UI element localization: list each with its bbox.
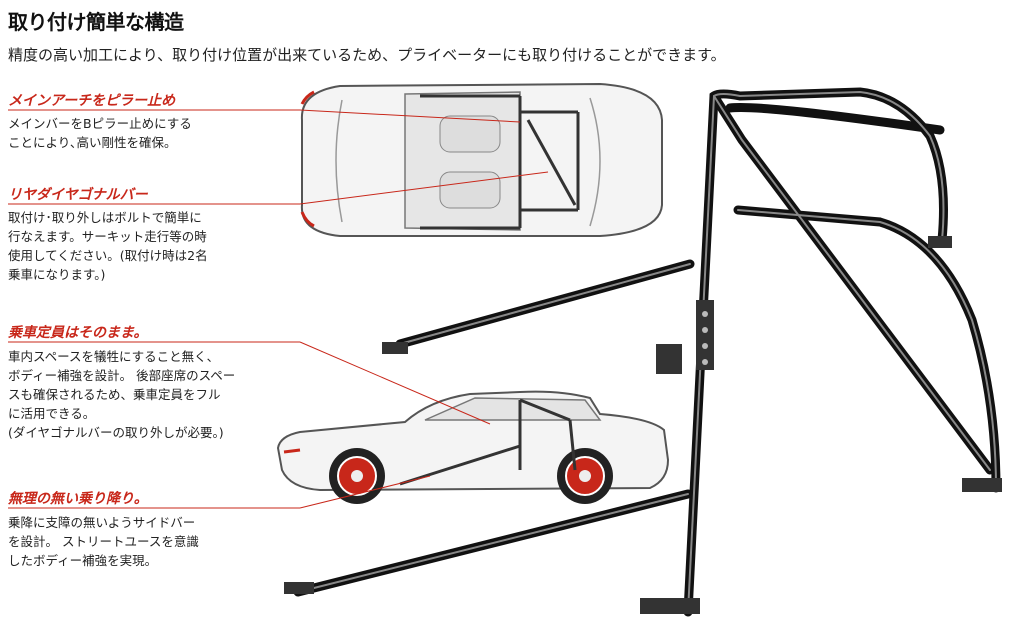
section-body-capacity: 車内スペースを犠牲にすること無く、 ボディー補強を設計。 後部座席のスペー スも… — [8, 349, 236, 440]
roll-cage-icon — [284, 87, 1002, 617]
section-body-entry-exit: 乗降に支障の無いようサイドバー を設計。 ストリートユースを意識 したボディー補… — [8, 515, 199, 568]
section-body-main-arch: メインバーをBピラー止めにする ことにより､高い剛性を確保。 — [8, 116, 192, 150]
leader-lines — [299, 109, 549, 509]
page-subtitle: 精度の高い加工により、取り付け位置が出来ているため、プライベーターにも取り付ける… — [8, 46, 726, 64]
top-view-car-icon — [300, 82, 663, 237]
section-title-capacity: 乗車定員はそのまま。 — [8, 325, 148, 341]
page-title: 取り付け簡単な構造 — [8, 10, 184, 34]
section-body-rear-diagonal: 取付け･取り外しはボルトで簡単に 行なえます。サーキット走行等の時 使用してくだ… — [8, 210, 208, 282]
side-view-car-icon — [276, 390, 670, 504]
section-title-rear-diagonal: リヤダイヤゴナルバー — [8, 187, 148, 203]
section-underlines — [8, 109, 300, 509]
section-title-entry-exit: 無理の無い乗り降り。 — [8, 491, 148, 507]
section-title-main-arch: メインアーチをピラー止め — [8, 93, 176, 109]
